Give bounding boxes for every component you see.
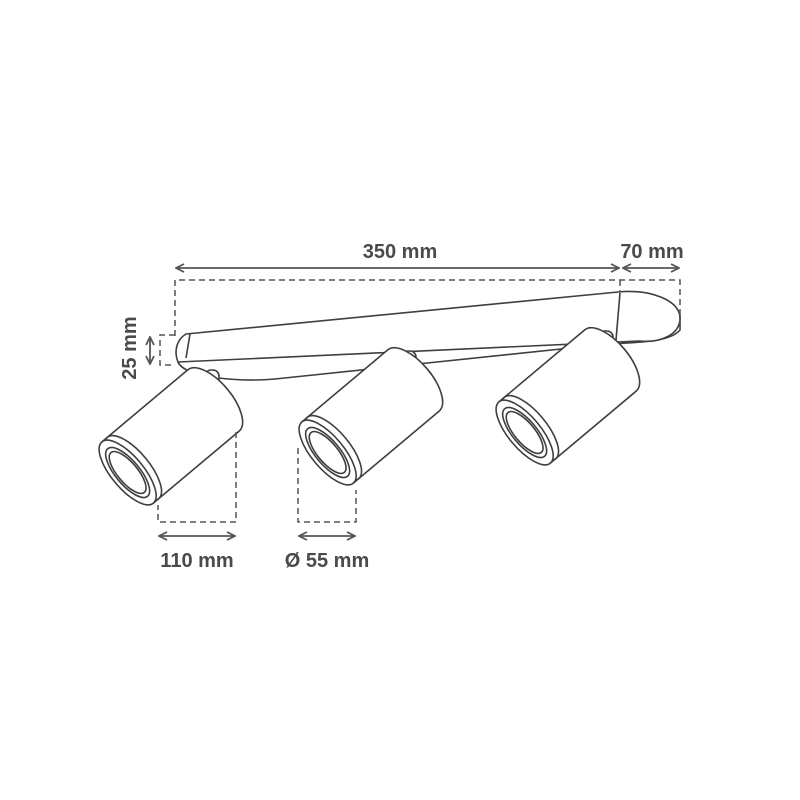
spotlight-left bbox=[88, 357, 254, 515]
height-label: 25 mm bbox=[119, 316, 141, 379]
length-label: 350 mm bbox=[363, 241, 438, 263]
extension-lines bbox=[157, 279, 681, 523]
dimension-arrows bbox=[150, 268, 679, 536]
diameter-label: Ø 55 mm bbox=[285, 550, 369, 572]
spot-length-label: 110 mm bbox=[160, 550, 233, 572]
depth-label: 70 mm bbox=[620, 241, 683, 263]
